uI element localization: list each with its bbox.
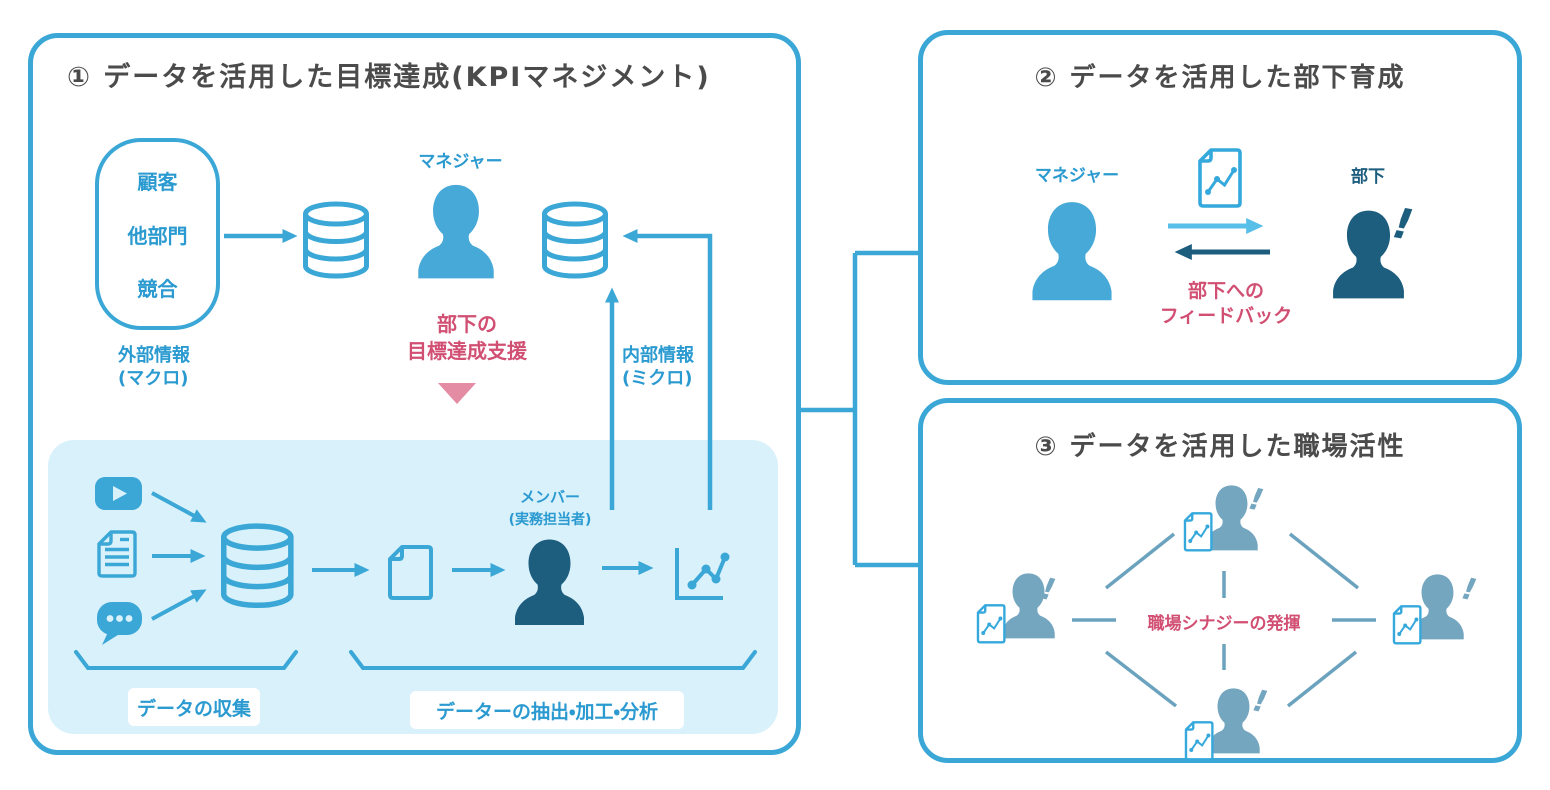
internal-info-label: 内部情報 (ミクロ): [622, 344, 694, 390]
goal-support-line1: 部下の: [437, 312, 497, 336]
subordinate-label: 部下: [1351, 167, 1385, 187]
panel-connector-lines: [801, 250, 918, 568]
external-info-label: 外部情報 (マクロ): [118, 344, 190, 390]
feedback-label: 部下への フィードバック: [1141, 279, 1311, 329]
panel2-title: ② データを活用した部下育成: [1034, 63, 1406, 93]
external-info-box: 顧客 他部門 競合: [95, 138, 220, 330]
process-label: データーの抽出・加工・分析: [410, 691, 684, 729]
member-label-line2: (実務担当者): [508, 512, 592, 528]
external-item-customer: 顧客: [137, 170, 178, 195]
goal-support-label: 部下の 目標達成支援: [386, 311, 548, 365]
panel3-title: ③ データを活用した職場活性: [1034, 432, 1406, 462]
manager-label: マネジャー: [418, 152, 503, 172]
collect-label: データの収集: [128, 688, 260, 726]
goal-support-line2: 目標達成支援: [407, 339, 527, 363]
external-item-competitors: 競合: [137, 276, 178, 301]
internal-info-label-line1: 内部情報: [622, 345, 694, 366]
member-label: メンバー (実務担当者): [485, 486, 615, 532]
feedback-line2: フィードバック: [1159, 305, 1293, 327]
p2-manager-label: マネジャー: [1034, 166, 1120, 186]
feedback-line1: 部下への: [1187, 280, 1264, 302]
panel1-title: ① データを活用した目標達成(KPIマネジメント): [67, 62, 711, 93]
member-label-line1: メンバー: [519, 488, 580, 506]
external-info-label-line1: 外部情報: [118, 345, 190, 366]
external-item-departments: 他部門: [127, 223, 188, 248]
external-info-label-line2: (マクロ): [118, 368, 189, 389]
internal-info-label-line2: (ミクロ): [622, 368, 693, 389]
synergy-label: 職場シナジーの発揮: [1147, 614, 1301, 634]
